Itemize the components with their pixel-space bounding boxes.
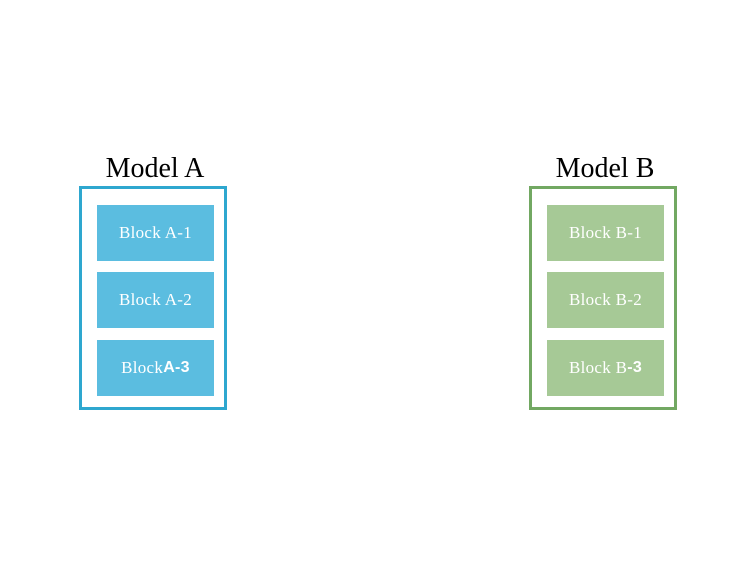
block-b-3-label: Block B: [568, 358, 628, 377]
block-b-2: Block B-2: [547, 272, 664, 328]
block-a-2: Block A-2: [97, 272, 214, 328]
model-b-box: Block B-1 Block B-2 Block B-3: [529, 186, 677, 410]
block-b-1: Block B-1: [547, 205, 664, 261]
block-b-2-label: Block B-2: [568, 290, 643, 309]
block-a-2-label: Block A-2: [118, 290, 193, 309]
block-a-3-label-bold: A-3: [163, 359, 190, 376]
block-b-1-label: Block B-1: [568, 223, 643, 242]
block-a-1-label: Block A-1: [118, 223, 193, 242]
block-a-3-label: Block: [121, 358, 164, 377]
block-a-1: Block A-1: [97, 205, 214, 261]
model-a-box: Block A-1 Block A-2 Block A-3: [79, 186, 227, 410]
block-a-3: Block A-3: [97, 340, 214, 396]
block-b-3-label-bold: -3: [627, 359, 643, 376]
model-b-title: Model B: [555, 153, 655, 184]
model-a-title: Model A: [105, 153, 205, 184]
block-b-3: Block B-3: [547, 340, 664, 396]
